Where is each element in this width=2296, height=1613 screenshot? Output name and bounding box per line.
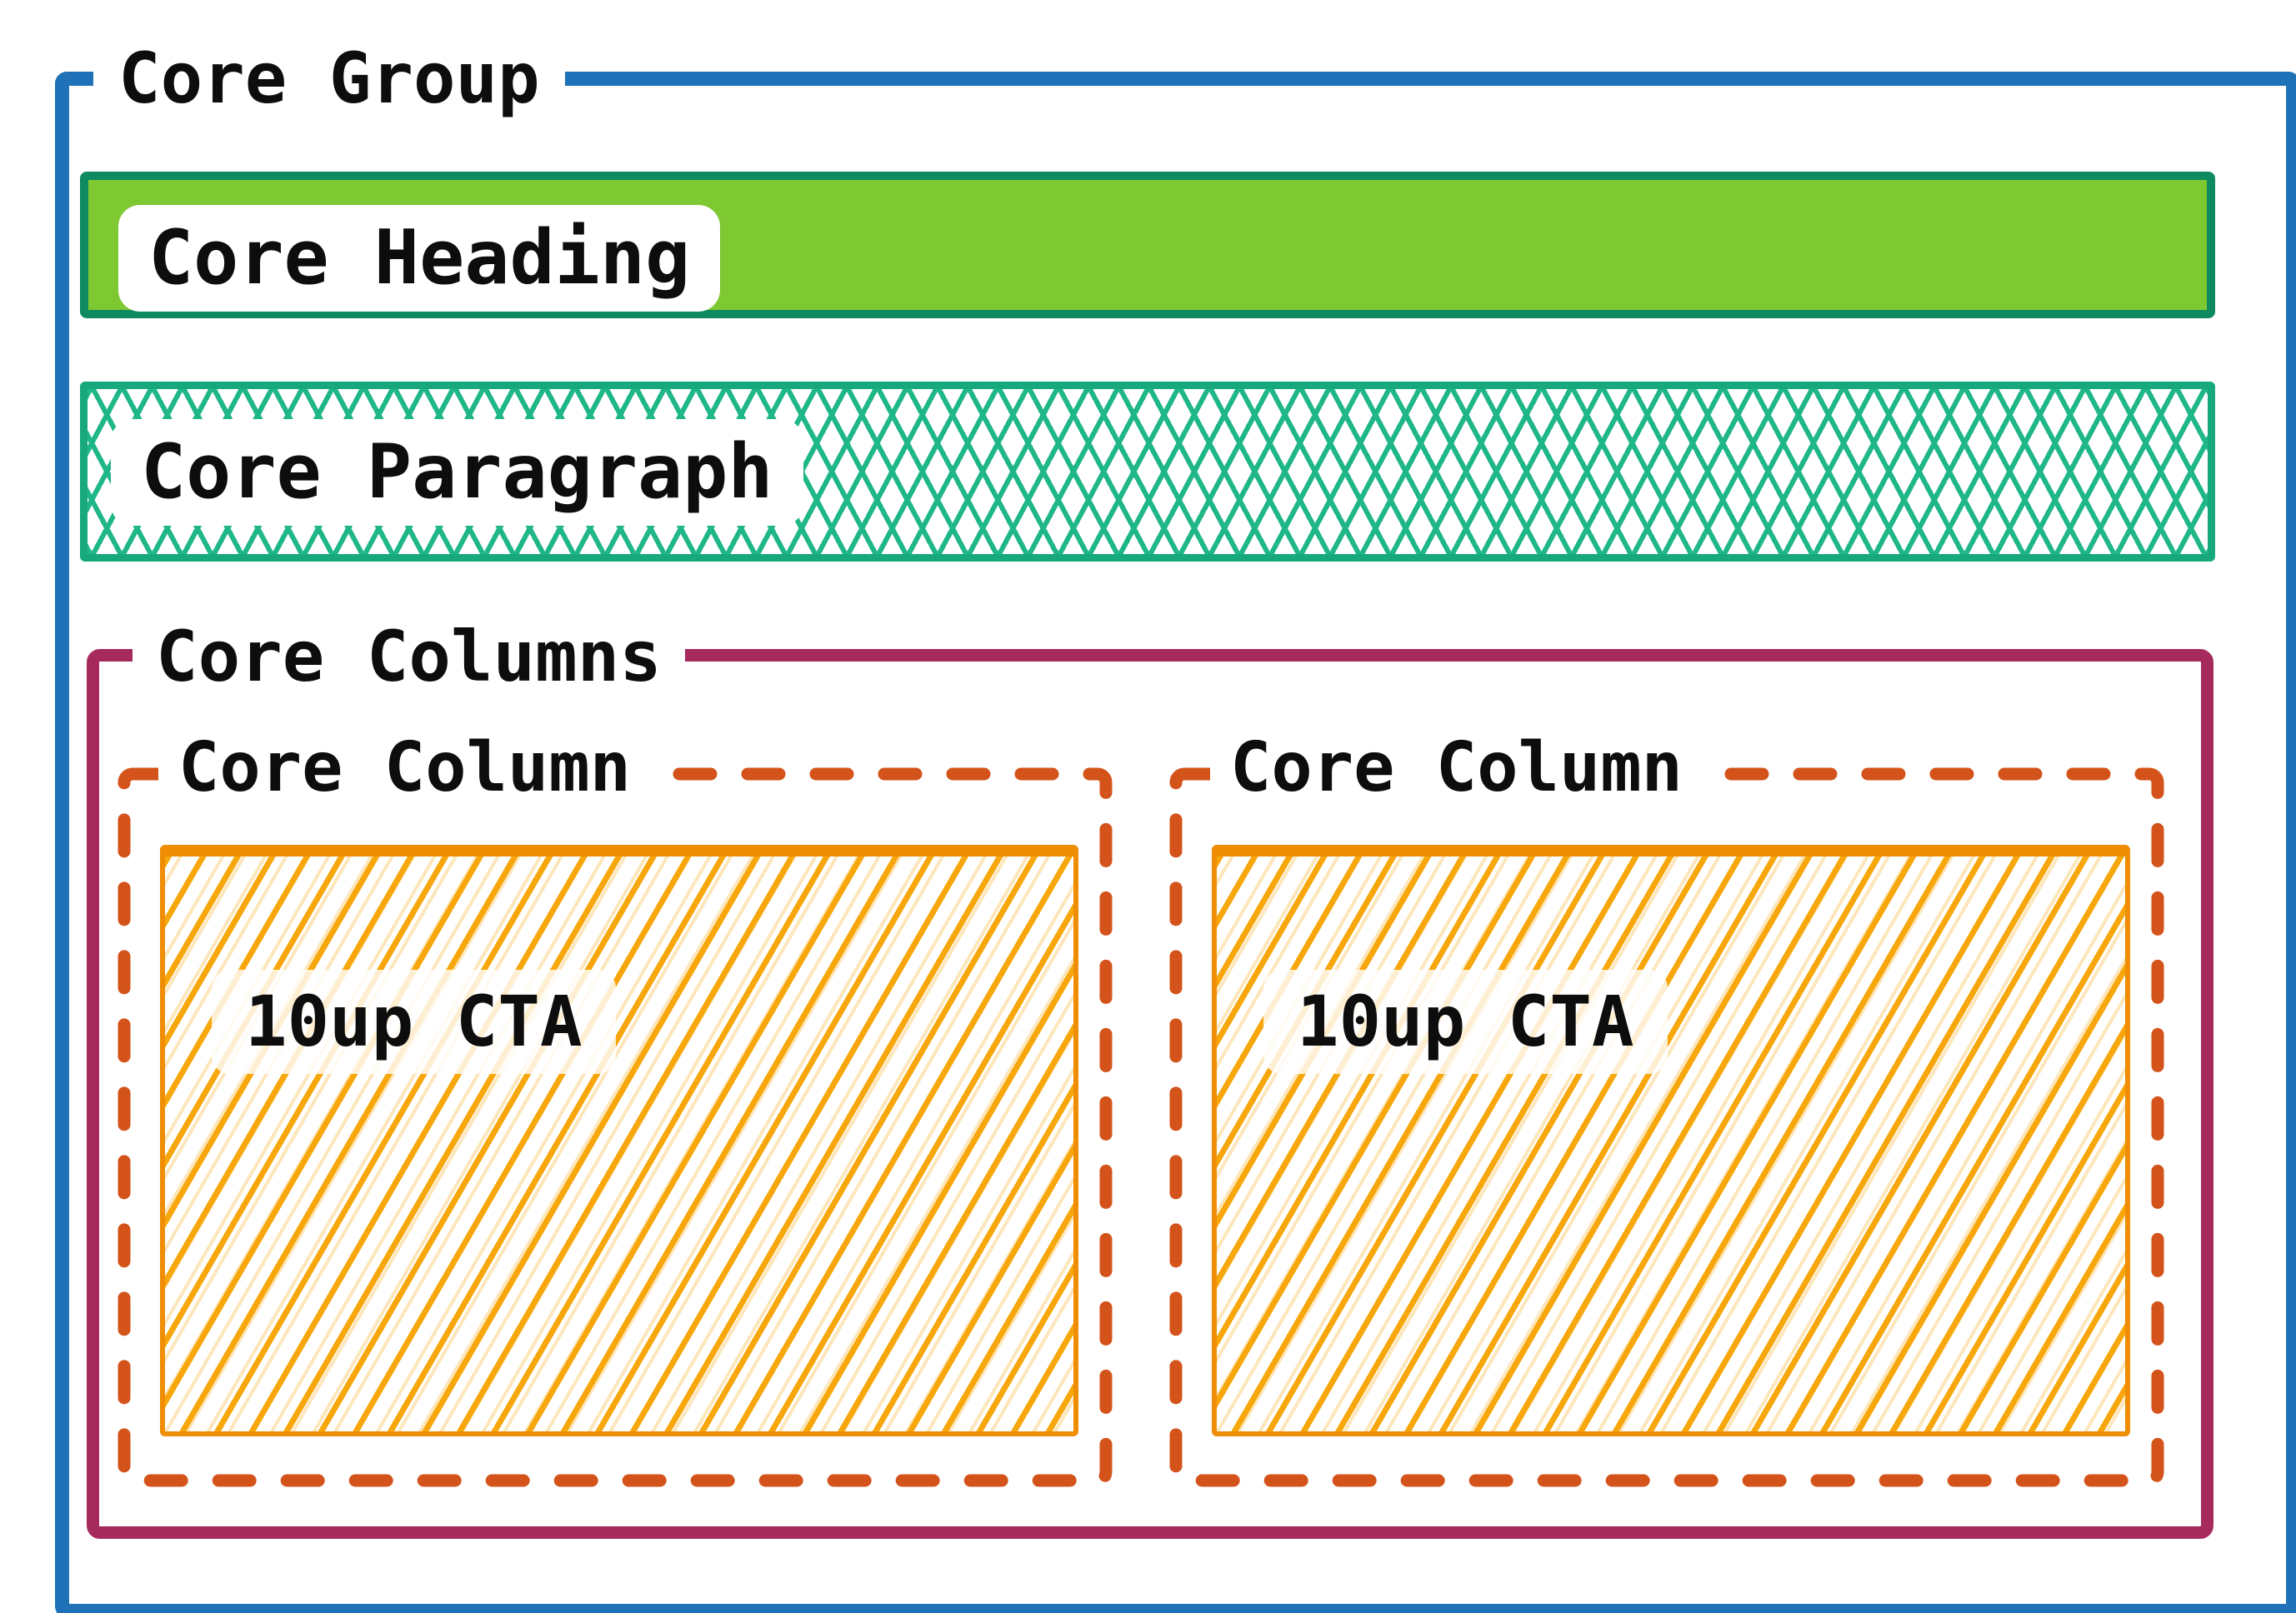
core-heading-label: Core Heading — [118, 205, 721, 312]
core-column-label: Core Column — [158, 728, 652, 808]
core-heading-block: Core Heading — [80, 172, 2215, 318]
core-column-2: Core Column 10up CTA — [1168, 728, 2165, 1488]
core-columns-outline: Core Columns — [87, 615, 2213, 1539]
core-paragraph-label: Core Paragraph — [111, 419, 803, 526]
core-paragraph-block: Core Paragraph — [80, 382, 2215, 562]
cta-block: 10up CTA — [1212, 845, 2130, 1436]
cta-label: 10up CTA — [212, 970, 616, 1074]
core-column-1: Core Column 10up CTA — [117, 728, 1113, 1488]
core-columns-label: Core Columns — [133, 615, 685, 698]
cta-label: 10up CTA — [1263, 970, 1668, 1074]
core-group-outline — [55, 72, 2296, 1613]
cta-block: 10up CTA — [160, 845, 1078, 1436]
core-group-label: Core Group — [93, 37, 565, 120]
core-column-label: Core Column — [1210, 728, 1703, 808]
